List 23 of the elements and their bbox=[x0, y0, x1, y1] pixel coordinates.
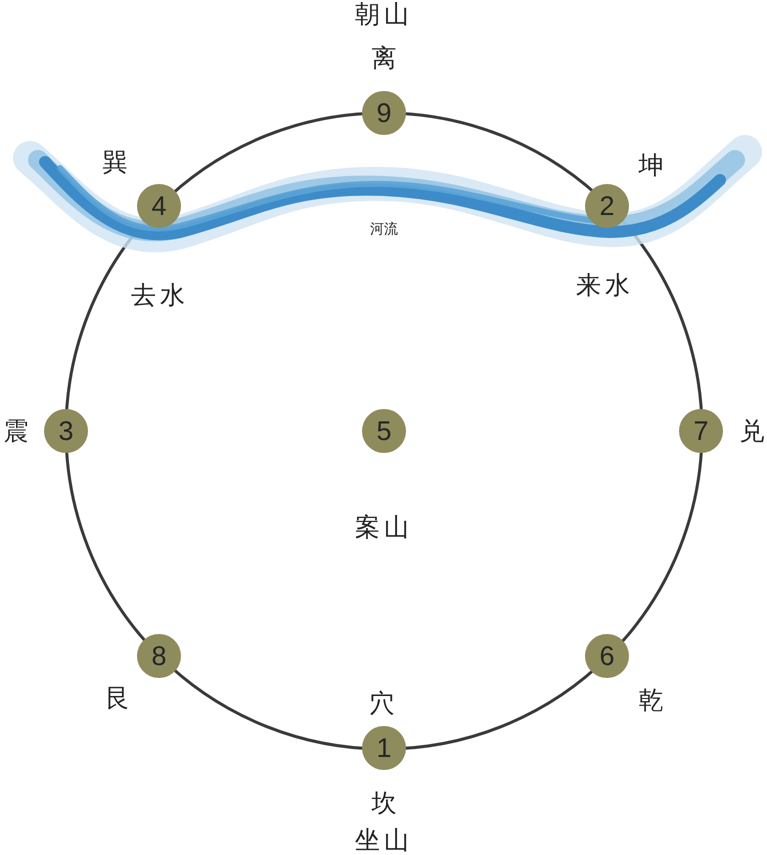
number-circle: 8 bbox=[137, 634, 181, 678]
number-circle: 4 bbox=[137, 184, 181, 228]
text-label: 来水 bbox=[576, 271, 634, 299]
text-label: 穴 bbox=[370, 689, 398, 717]
number-circle: 9 bbox=[362, 91, 406, 135]
text-label: 案山 bbox=[355, 513, 413, 541]
text-label: 去水 bbox=[131, 281, 189, 309]
text-label: 朝山 bbox=[355, 0, 413, 28]
text-label: 坐山 bbox=[355, 826, 413, 854]
trigram-label: 震 bbox=[4, 417, 28, 445]
trigram-label: 艮 bbox=[106, 684, 130, 712]
trigram-label: 兑 bbox=[740, 417, 764, 445]
text-label: 河流 bbox=[370, 222, 398, 238]
trigram-label: 离 bbox=[372, 44, 396, 72]
trigram-label: 巽 bbox=[102, 148, 128, 176]
number-circle: 3 bbox=[44, 409, 88, 453]
number-circle: 6 bbox=[585, 634, 629, 678]
trigram-label: 坎 bbox=[372, 789, 396, 817]
number-circle: 1 bbox=[362, 726, 406, 770]
number-circle: 7 bbox=[679, 409, 723, 453]
trigram-label: 坤 bbox=[638, 151, 664, 179]
number-circle: 5 bbox=[362, 409, 406, 453]
trigram-label: 乾 bbox=[638, 686, 664, 714]
